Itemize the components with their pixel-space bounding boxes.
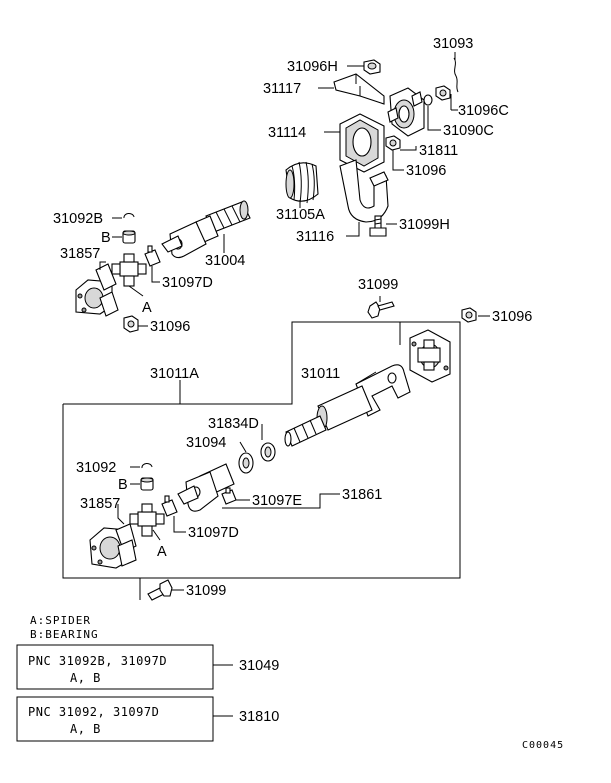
part-31097D-grease-fitting-upper bbox=[144, 245, 161, 267]
label-31114: 31114 bbox=[268, 125, 306, 141]
label-31090C: 31090C bbox=[443, 123, 494, 139]
part-bearing-B-upper bbox=[122, 230, 136, 244]
label-31092B: 31092B bbox=[53, 211, 103, 227]
part-31096-nut-right bbox=[461, 307, 477, 323]
part-31011-tube bbox=[284, 385, 373, 447]
part-31099-bolt-bottom bbox=[147, 579, 173, 601]
label-31099H: 31099H bbox=[399, 217, 450, 233]
part-31092B-snap-ring bbox=[123, 212, 135, 219]
pnc-box-2-line2: A, B bbox=[70, 722, 101, 736]
label-31097E: 31097E bbox=[252, 493, 302, 509]
label-31094: 31094 bbox=[186, 435, 226, 451]
pnc-box-1: PNC 31092B, 31097D A, B 31049 bbox=[16, 644, 279, 690]
label-31811: 31811 bbox=[419, 143, 458, 159]
label-31096H: 31096H bbox=[287, 59, 338, 75]
part-31105A-boot bbox=[285, 161, 319, 204]
label-31011A: 31011A bbox=[150, 366, 199, 382]
label-31096-mid: 31096 bbox=[150, 319, 190, 335]
part-31114-rubber bbox=[339, 113, 385, 173]
label-31092: 31092 bbox=[76, 460, 116, 476]
label-31097D-upper: 31097D bbox=[162, 275, 213, 291]
label-B-lower: B bbox=[118, 477, 128, 493]
label-31857-upper: 31857 bbox=[60, 246, 100, 262]
label-31099-bottom: 31099 bbox=[186, 583, 226, 599]
pnc-box-1-line2: A, B bbox=[70, 671, 101, 685]
assembly-bracket-31011A bbox=[62, 321, 461, 600]
label-31116: 31116 bbox=[296, 229, 334, 245]
part-31857-flange-yoke-upper bbox=[75, 263, 119, 317]
part-31861-slip-yoke bbox=[177, 463, 235, 512]
label-B-upper: B bbox=[101, 230, 111, 246]
pnc-box-1-ref: 31049 bbox=[239, 658, 279, 674]
label-31011: 31011 bbox=[301, 366, 340, 382]
figure-code: C00045 bbox=[522, 740, 564, 751]
pnc-box-2-line1: PNC 31092, 31097D bbox=[28, 705, 159, 719]
legend-bearing: B:BEARING bbox=[30, 628, 99, 641]
part-31097E-grease-fitting bbox=[221, 487, 237, 505]
label-31096-right: 31096 bbox=[492, 309, 532, 325]
pnc-box-2-ref: 31810 bbox=[239, 709, 279, 725]
part-bearing-B-lower bbox=[140, 477, 154, 491]
label-31096-top: 31096 bbox=[406, 163, 446, 179]
part-31092-snap-ring bbox=[141, 462, 153, 469]
part-31097D-grease-fitting-lower bbox=[161, 495, 178, 517]
label-31099-top: 31099 bbox=[358, 277, 398, 293]
label-31834D: 31834D bbox=[208, 416, 259, 432]
pnc-box-1-line1: PNC 31092B, 31097D bbox=[28, 654, 167, 668]
label-31093: 31093 bbox=[433, 36, 473, 52]
part-31811-nut bbox=[385, 135, 401, 151]
label-31857-lower: 31857 bbox=[80, 496, 120, 512]
part-rear-flange-yoke bbox=[409, 329, 451, 383]
part-31834D-ring bbox=[260, 442, 276, 462]
label-31117: 31117 bbox=[263, 81, 301, 97]
part-31090C-center-bearing bbox=[387, 87, 425, 137]
part-31096-nut-mid bbox=[123, 315, 139, 333]
part-31117-plate bbox=[333, 73, 385, 105]
part-31857-flange-yoke-lower bbox=[89, 523, 137, 569]
label-31861: 31861 bbox=[342, 487, 382, 503]
part-31094-bearing bbox=[238, 452, 254, 474]
legend-spider: A:SPIDER bbox=[30, 614, 91, 627]
part-31096C-nut bbox=[423, 85, 451, 106]
label-A-upper: A bbox=[142, 300, 152, 316]
label-A-lower: A bbox=[157, 544, 167, 560]
part-spider-A-upper bbox=[111, 253, 147, 297]
part-31116-bracket bbox=[339, 159, 389, 223]
leader-lines bbox=[99, 52, 490, 591]
part-31099H-bolt bbox=[369, 215, 387, 237]
part-31099-bolt-top bbox=[367, 301, 395, 319]
part-spider-A-lower bbox=[129, 503, 165, 541]
part-31096H-nut bbox=[363, 59, 381, 75]
label-31096C: 31096C bbox=[458, 103, 509, 119]
part-31004-front-shaft bbox=[161, 200, 251, 259]
label-31097D-lower: 31097D bbox=[188, 525, 239, 541]
label-31004: 31004 bbox=[205, 253, 245, 269]
label-31105A: 31105A bbox=[276, 207, 325, 223]
pnc-box-2: PNC 31092, 31097D A, B 31810 bbox=[16, 696, 279, 742]
